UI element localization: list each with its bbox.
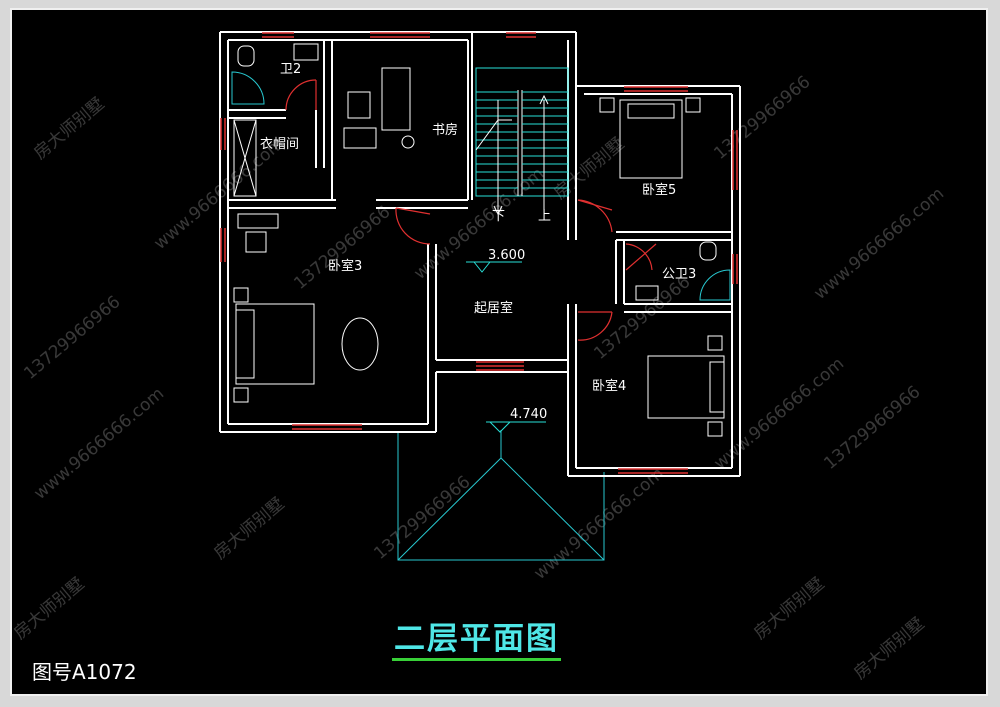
- room-label-living-room: 起居室: [474, 300, 513, 316]
- watermark-text: www.9666666.com: [810, 184, 948, 304]
- watermark-text: 房大师别墅: [12, 574, 88, 644]
- study-desk: [381, 67, 411, 131]
- furniture: [231, 43, 731, 437]
- study-chair: [347, 91, 371, 119]
- elevation-floor-text: 3.600: [488, 248, 525, 263]
- plant: [401, 135, 415, 149]
- elevation-marker-roof: [486, 421, 546, 433]
- stair-label-up: 上: [538, 209, 551, 224]
- watermark-text: www.9666666.com: [410, 164, 548, 284]
- elevation-marker-floor: [466, 261, 522, 273]
- walls: [219, 31, 741, 477]
- window: [624, 86, 688, 92]
- wardrobe-cabinet: [233, 119, 257, 197]
- door: [625, 243, 657, 271]
- window: [292, 424, 362, 430]
- windows: [220, 32, 738, 474]
- watermark-text: 13729966966: [20, 292, 124, 384]
- window: [732, 254, 738, 284]
- watermark-text: 房大师别墅: [210, 494, 288, 564]
- watermark-text: 13729966966: [370, 472, 474, 564]
- stair-label-down: 下: [492, 209, 505, 224]
- elevation-roof-text: 4.740: [510, 407, 547, 422]
- watermark-text: 13729966966: [820, 382, 924, 474]
- drawing-number: 图号A1072: [32, 660, 137, 684]
- door: [285, 79, 317, 111]
- round-rug: [341, 317, 379, 371]
- roof-projection: [397, 430, 605, 561]
- watermark-text: www.9666666.com: [30, 384, 168, 504]
- window: [476, 361, 524, 371]
- sink: [293, 43, 319, 61]
- bed-5: [619, 99, 683, 179]
- window: [618, 468, 688, 474]
- window: [262, 32, 294, 38]
- bed-3: [235, 303, 315, 385]
- window: [220, 118, 226, 150]
- watermark-text: 房大师别墅: [30, 94, 108, 164]
- bookshelf: [343, 127, 377, 149]
- room-label-bedroom-5: 卧室5: [642, 182, 676, 198]
- room-label-bedroom-4: 卧室4: [592, 378, 626, 394]
- staircase: [475, 67, 569, 216]
- window: [732, 130, 738, 190]
- bathtub-3: [699, 269, 731, 301]
- floor-plan: 房大师别墅 www.9666666.com 13729966966 www.96…: [12, 31, 948, 684]
- room-label-wardrobe: 衣帽间: [260, 136, 299, 152]
- window: [370, 32, 430, 38]
- room-label-study: 书房: [432, 122, 458, 138]
- elevation-markers: [466, 261, 546, 433]
- bed-4: [647, 355, 725, 419]
- watermark-text: 房大师别墅: [750, 574, 828, 644]
- room-label-bedroom-3: 卧室3: [328, 258, 362, 274]
- window: [220, 228, 226, 262]
- bathtub-2: [231, 71, 265, 105]
- door: [577, 199, 613, 233]
- watermark-text: 房大师别墅: [550, 134, 628, 204]
- room-label-bathroom-2: 卫2: [280, 62, 301, 77]
- door: [577, 311, 613, 341]
- room-label-public-bathroom-3: 公卫3: [662, 267, 696, 282]
- watermark-text: 房大师别墅: [850, 614, 928, 684]
- drawing-frame: 房大师别墅 www.9666666.com 13729966966 www.96…: [10, 8, 988, 696]
- watermark-text: 13729966966: [290, 202, 394, 294]
- door: [395, 207, 431, 245]
- window: [506, 32, 536, 38]
- watermark-text: www.9666666.com: [530, 464, 668, 584]
- toilet: [237, 45, 255, 67]
- doors: [285, 79, 657, 341]
- desk-3: [237, 213, 279, 229]
- drawing-title: 二层平面图: [392, 622, 561, 662]
